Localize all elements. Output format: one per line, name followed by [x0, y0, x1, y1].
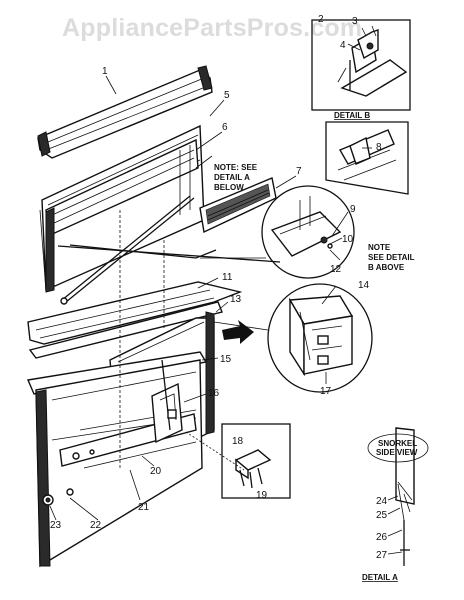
note-detail-a: NOTE: SEE DETAIL A BELOW — [214, 163, 258, 192]
callout-26: 26 — [376, 532, 388, 543]
callout-11: 11 — [222, 272, 233, 283]
note-detail-b: NOTE SEE DETAIL B ABOVE — [368, 243, 415, 272]
callout-25: 25 — [376, 510, 388, 521]
part-middle-frame — [27, 281, 243, 359]
direction-arrow — [222, 320, 254, 344]
callout-20: 20 — [150, 466, 162, 477]
callout-numbers: 1 2 3 4 5 6 7 8 9 10 11 12 13 14 15 16 1… — [50, 14, 388, 561]
snorkel-side-view — [395, 427, 415, 566]
callout-13: 13 — [230, 294, 242, 305]
callout-18: 18 — [232, 436, 244, 447]
detail-a-label: DETAIL A — [362, 573, 398, 582]
part-top-cover — [37, 65, 213, 159]
note-detail-a-line-2: DETAIL A — [214, 173, 250, 182]
callout-22: 22 — [90, 520, 102, 531]
part-motor-bracket — [151, 359, 183, 444]
note-detail-b-line-3: B ABOVE — [368, 263, 405, 272]
callout-7: 7 — [296, 166, 302, 177]
callout-12: 12 — [330, 264, 342, 275]
detail-circle-upper — [261, 185, 355, 279]
snorkel-label-line-2: SIDE VIEW — [376, 448, 418, 457]
callout-8: 8 — [376, 142, 382, 153]
callout-5: 5 — [224, 90, 230, 101]
part-lower-housing — [27, 351, 208, 568]
note-detail-b-line-2: SEE DETAIL — [368, 253, 415, 262]
callout-17: 17 — [320, 386, 332, 397]
part-upper-housing — [39, 124, 205, 293]
callout-14: 14 — [358, 280, 370, 291]
part-screws — [42, 488, 74, 506]
callout-2: 2 — [318, 14, 324, 25]
callout-3: 3 — [352, 16, 358, 27]
callout-9: 9 — [350, 204, 356, 215]
leader-lines — [49, 25, 403, 555]
callout-27: 27 — [376, 550, 388, 561]
callout-15: 15 — [220, 354, 232, 365]
callout-19: 19 — [256, 490, 268, 501]
callout-21: 21 — [138, 502, 150, 513]
callout-16: 16 — [208, 388, 220, 399]
callout-24: 24 — [376, 496, 388, 507]
callout-10: 10 — [342, 234, 354, 245]
part-filter-grille — [199, 177, 277, 234]
detail-18-box — [221, 423, 291, 499]
callout-6: 6 — [222, 122, 228, 133]
part-support-rod — [57, 195, 281, 305]
detail-8-box — [325, 121, 409, 195]
snorkel-label-line-1: SNORKEL — [378, 439, 417, 448]
callout-23: 23 — [50, 520, 62, 531]
callout-4: 4 — [340, 40, 346, 51]
detail-circle-lower — [267, 283, 373, 393]
snorkel-label: SNORKEL SIDE VIEW — [367, 433, 429, 463]
callout-1: 1 — [102, 66, 108, 77]
note-detail-a-line-1: NOTE: SEE — [214, 163, 258, 172]
note-detail-b-line-1: NOTE — [368, 243, 391, 252]
detail-b-box — [311, 19, 411, 111]
note-detail-a-line-3: BELOW — [214, 183, 244, 192]
detail-b-label: DETAIL B — [334, 111, 370, 120]
